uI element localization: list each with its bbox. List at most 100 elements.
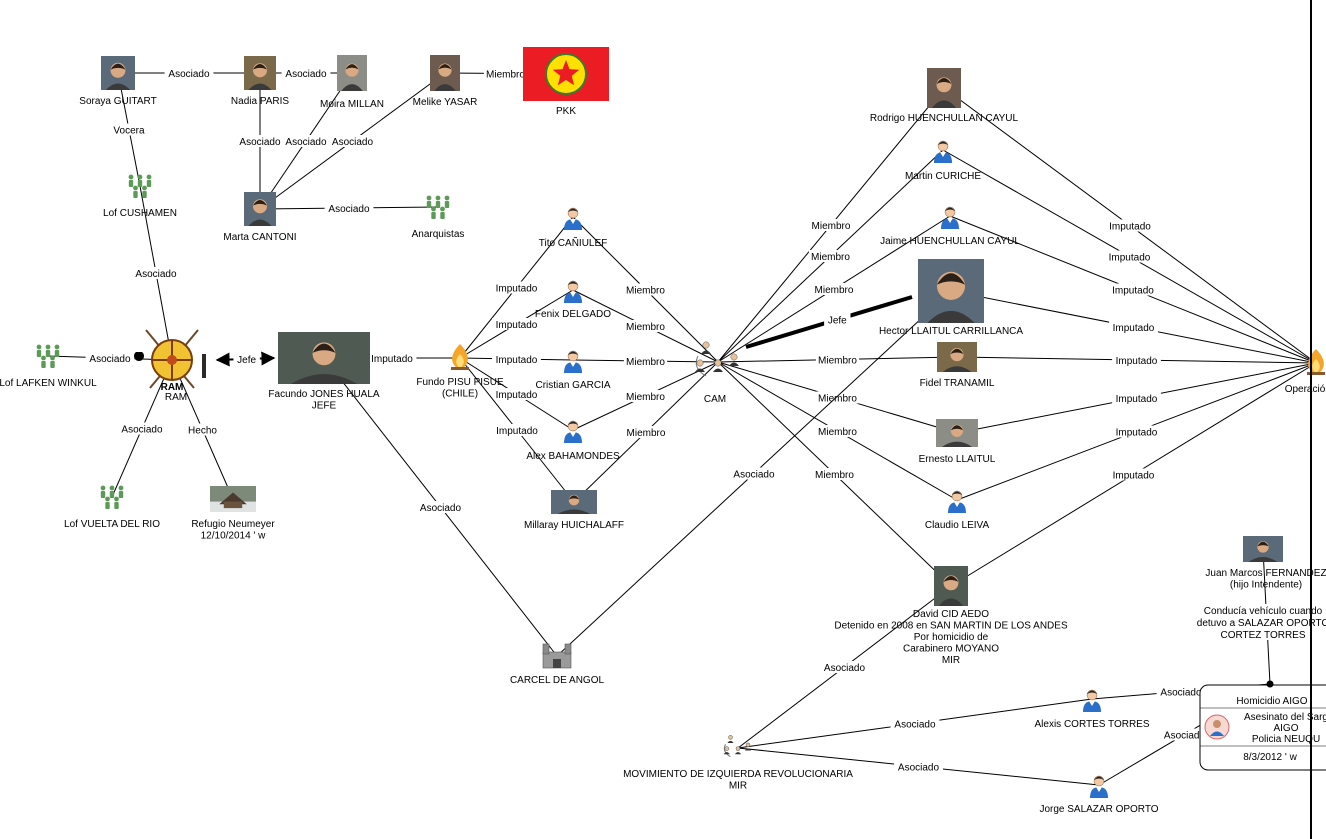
edge-cam-david: Miembro xyxy=(717,361,952,587)
edge-label-bg xyxy=(808,250,853,262)
edge-label-bg xyxy=(1193,604,1326,640)
node-label: Fidel TRANAMIL xyxy=(920,378,995,389)
node-fidel[interactable]: Fidel TRANAMIL xyxy=(920,342,995,389)
node-pkk[interactable]: PKK xyxy=(523,47,609,117)
edge-label-bg xyxy=(815,425,860,437)
edge-label-bg xyxy=(1112,425,1161,438)
ram-emblem: RAM xyxy=(134,329,206,393)
node-alexis[interactable]: Alexis CORTES TORRES xyxy=(1034,689,1150,730)
edge-facundo-carcel: Asociado xyxy=(323,357,558,657)
node-melike[interactable]: Melike YASAR xyxy=(413,55,478,108)
edge-jaime-operacion: Imputado xyxy=(949,215,1317,364)
person-icon xyxy=(564,207,582,230)
person-photo xyxy=(551,490,597,514)
node-ernesto[interactable]: Ernesto LLAITUL xyxy=(919,419,996,465)
person-icon xyxy=(1083,689,1101,712)
node-vuelta[interactable]: Lof VUELTA DEL RIO xyxy=(64,485,160,530)
node-mir[interactable]: MOVIMIENTO DE IZQUIERDA REVOLUCIONARIAMI… xyxy=(623,735,853,792)
node-marta[interactable]: Marta CANTONI xyxy=(223,192,297,243)
node-alex[interactable]: Alex BAHAMONDES xyxy=(526,420,620,462)
edge-label: Vocera xyxy=(113,126,145,137)
person-photo xyxy=(937,342,977,372)
node-tito[interactable]: Tito CAÑIULEF xyxy=(539,207,608,249)
node-soraya[interactable]: Soraya GUITART xyxy=(79,56,157,107)
node-martin[interactable]: Martin CURICHE xyxy=(905,140,981,182)
node-cushamen[interactable]: Lof CUSHAMEN xyxy=(103,174,177,219)
person-photo xyxy=(244,192,276,226)
node-nadia[interactable]: Nadia PARIS xyxy=(231,56,290,107)
fire-icon xyxy=(1307,349,1325,375)
edge-label-bg xyxy=(233,352,260,365)
edge-alex-cam: Miembro xyxy=(572,361,719,431)
edge-label: Miembro xyxy=(812,221,851,232)
fire-icon xyxy=(451,344,469,370)
edge-mir-alexis: Asociado xyxy=(737,698,1093,749)
person-photo xyxy=(278,332,370,384)
edge-label-bg xyxy=(1156,685,1206,698)
node-label: Carabinero MOYANO xyxy=(903,644,999,655)
node-hector[interactable]: Hector LLAITUL CARRILLANCA xyxy=(879,259,1023,337)
node-jorge[interactable]: Jorge SALAZAR OPORTO xyxy=(1039,775,1159,815)
node-rodrigo[interactable]: Rodrigo HUENCHULLAN CAYUL xyxy=(870,68,1019,124)
edge-label-bg xyxy=(729,467,779,480)
node-moira[interactable]: Moira MILLAN xyxy=(320,55,384,110)
node-lafken[interactable]: Lof LAFKEN WINKUL xyxy=(0,344,97,389)
node-label: Detenido en 2008 en SAN MARTIN DE LOS AN… xyxy=(834,621,1068,632)
edge-label-bg xyxy=(1109,321,1158,333)
edge-label: detuvo a SALAZAR OPORTO xyxy=(1197,618,1326,629)
event-subtitle: AIGO xyxy=(1273,723,1298,734)
node-label: Jorge SALAZAR OPORTO xyxy=(1039,804,1158,815)
edge-label: Asociado xyxy=(239,137,281,148)
node-carcel[interactable]: CARCEL DE ANGOL xyxy=(510,643,605,686)
person-photo xyxy=(934,566,968,606)
node-juan[interactable]: Juan Marcos FERNANDEZ(hijo Intendente) xyxy=(1205,536,1326,591)
node-claudio[interactable]: Claudio LEIVA xyxy=(925,490,990,531)
edge-label: Asociado xyxy=(168,69,210,80)
node-jaime[interactable]: Jaime HUENCHULLAN CAYUL xyxy=(880,206,1020,247)
edge-marta-anarquistas: Asociado xyxy=(259,202,439,215)
edge-label-bg xyxy=(1105,219,1155,232)
node-millaray[interactable]: Millaray HUICHALAFF xyxy=(524,490,624,531)
edge-rodrigo-operacion: Imputado xyxy=(943,87,1317,364)
edge-fidel-operacion: Imputado xyxy=(956,354,1317,367)
edge-label-bg xyxy=(820,661,869,673)
edge-label-bg xyxy=(492,424,542,436)
node-label: JEFE xyxy=(312,401,337,412)
edge-label-bg xyxy=(164,67,214,79)
node-label: Refugio Neumeyer xyxy=(191,519,275,530)
node-cam[interactable]: CAM xyxy=(695,341,739,405)
node-operacion[interactable]: Operació xyxy=(1285,349,1326,395)
place-photo xyxy=(210,486,256,512)
node-label: Lof LAFKEN WINKUL xyxy=(0,378,97,389)
edge-label: Miembro xyxy=(627,428,666,439)
edge-label: Jefe xyxy=(828,316,847,327)
node-cristian[interactable]: Cristian GARCIA xyxy=(535,350,611,391)
person-icon xyxy=(934,140,952,163)
edge-label: CORTEZ TORRES xyxy=(1220,630,1305,641)
node-label: Lof VUELTA DEL RIO xyxy=(64,519,160,530)
edge-fundo-millaray: Imputado xyxy=(459,357,575,503)
edge-label-bg xyxy=(1112,392,1161,404)
edge-label: Asociado xyxy=(121,425,163,436)
edge-label-bg xyxy=(324,202,374,214)
node-label: RAM xyxy=(165,392,187,403)
node-label: Cristian GARCIA xyxy=(535,380,610,391)
edge-david-mir: Asociado xyxy=(737,585,952,749)
edge-label: Imputado xyxy=(1113,471,1155,482)
edge-label-bg xyxy=(815,353,860,366)
prison-icon xyxy=(542,643,572,669)
node-fenix[interactable]: Fenix DELGADO xyxy=(535,280,611,320)
node-fundo[interactable]: Fundo PISU PISUE(CHILE) xyxy=(416,344,504,400)
node-anarquistas[interactable]: Anarquistas xyxy=(412,195,465,240)
edge-label-bg xyxy=(812,283,856,295)
person-photo xyxy=(927,68,961,108)
node-label: Fenix DELGADO xyxy=(535,309,611,320)
